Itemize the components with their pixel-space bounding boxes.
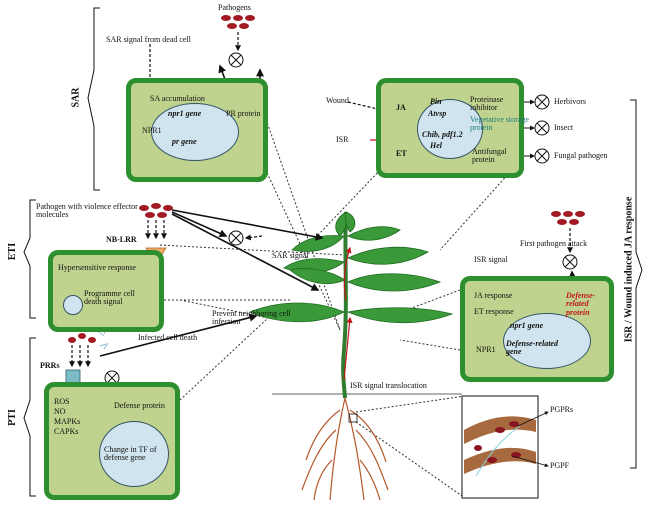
gene-pin: Pin	[430, 97, 442, 106]
eti-nucleus	[63, 295, 83, 315]
first-pathogen-attack: First pathogen attack	[520, 239, 588, 248]
signal-capks: CAPKs	[54, 427, 79, 436]
ja-label: JA	[396, 103, 406, 112]
gene-chib: Chib, pdf1.2	[422, 130, 463, 139]
pathogen-violence-label: Pathogen with violence effector molecule…	[36, 202, 138, 220]
eti-cell	[48, 250, 164, 332]
isr-signal-label: ISR signal	[474, 255, 508, 264]
gene-atvsp: Atvsp	[428, 109, 447, 118]
hypersensitive-response: Hypersensitive response	[58, 263, 136, 272]
defense-related-gene: Defense-related gene	[506, 339, 558, 357]
pti-nucleus	[99, 421, 169, 487]
plant-roots	[301, 397, 389, 501]
insect-label: Insect	[554, 123, 574, 132]
herbivors-label: Herbivors	[554, 97, 586, 106]
prevent-neighbor-infection: Prevent neighboring cell infection	[212, 309, 291, 327]
ja-cell	[376, 78, 524, 178]
sar-label: SAR	[70, 87, 82, 108]
proteinase-inhibitor: Proteinase inhibitor	[470, 95, 504, 113]
et-response: ET response	[474, 307, 514, 316]
sar-bracket	[87, 7, 100, 191]
sa-accumulation: SA accumulation	[150, 94, 205, 103]
eti-label: ETI	[7, 242, 19, 261]
signal-mapks: MAPKs	[54, 417, 81, 426]
vegetative-storage-protein: Vegetative storage protein	[470, 115, 529, 133]
pathogen-cluster-isr	[551, 211, 585, 225]
pathogens-label: Pathogens	[218, 3, 251, 12]
antifungal-protein: Antifungal protein	[472, 147, 507, 165]
infected-cell-death: Infected cell death	[138, 333, 198, 342]
pathogen-cluster-eti	[139, 203, 173, 218]
sar-nucleus	[151, 103, 239, 161]
change-in-tf: Change in TF of defense gene	[104, 445, 157, 463]
fungal-pathogen-label: Fungal pathogen	[554, 151, 608, 160]
npr1-protein: NPR1	[142, 126, 162, 135]
gene-hel: Hel	[430, 141, 442, 150]
npr1-gene: npr1 gene	[168, 109, 202, 118]
pr-gene: pr gene	[172, 137, 197, 146]
nb-lrr-label: NB-LRR	[106, 235, 137, 244]
ja-nucleus	[417, 99, 483, 159]
et-label: ET	[396, 149, 407, 158]
sar-signal-label: SAR signal	[272, 251, 309, 260]
defense-protein-label: Defense protein	[114, 401, 165, 410]
isr-nucleus	[503, 313, 591, 369]
block-markers	[104, 52, 578, 386]
plant-stem	[341, 211, 348, 399]
isr-npr1-gene: npr1 gene	[510, 321, 544, 330]
pti-bracket	[23, 337, 36, 497]
signal-ros: ROS	[54, 397, 70, 406]
eti-bracket	[23, 199, 36, 319]
plant-leaves	[248, 211, 454, 324]
pgprs-label: PGPRs	[550, 405, 574, 414]
pr-protein: PR protein	[226, 109, 261, 118]
isr-label: ISR / Wound induced JA response	[623, 196, 635, 343]
signal-no: NO	[54, 407, 66, 416]
pathogen-cluster-top	[221, 15, 255, 29]
pgpf-label: PGPF	[550, 461, 570, 470]
pti-cell	[44, 382, 180, 500]
isr-cell	[460, 276, 614, 382]
sar-cell	[126, 78, 268, 182]
prrs-label: PRRs	[40, 361, 60, 370]
isr-input-label: ISR	[336, 135, 349, 144]
defense-related-protein: Defense-related protein	[566, 291, 596, 317]
isr-translocation: ISR signal translocation	[350, 381, 427, 390]
pathogen-cluster-pti	[68, 333, 96, 343]
sar-incoming-label: SAR signal from dead cell	[106, 35, 191, 44]
isr-bracket	[630, 99, 643, 469]
root-zoom	[461, 395, 549, 499]
pti-label: PTI	[6, 409, 18, 426]
pcd-signal: Programme cell death signal	[84, 289, 135, 307]
isr-npr1-protein: NPR1	[476, 345, 496, 354]
wound-label: Wound	[326, 96, 349, 105]
ja-response: JA response	[474, 291, 513, 300]
